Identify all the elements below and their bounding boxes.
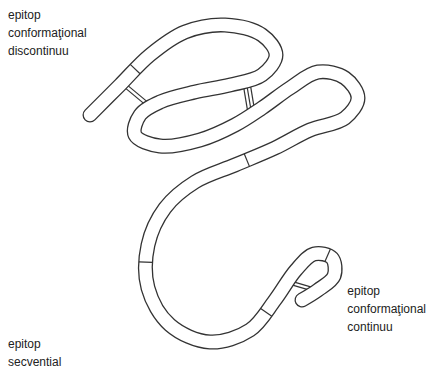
chain-fill — [90, 25, 358, 342]
epitope-boundary — [325, 249, 330, 261]
chain-outline — [90, 25, 358, 342]
epitope-boundary — [130, 64, 140, 73]
epitope-label: epitop conformaţional continuu — [347, 282, 426, 336]
epitope-boundary — [139, 261, 153, 263]
epitope-label: epitop conformaţional discontinuu — [8, 6, 87, 60]
crossbar-group — [130, 64, 330, 316]
epitope-label: epitop secvential — [8, 335, 61, 371]
epitope-boundary — [244, 154, 249, 167]
epitope-boundary — [261, 309, 272, 317]
